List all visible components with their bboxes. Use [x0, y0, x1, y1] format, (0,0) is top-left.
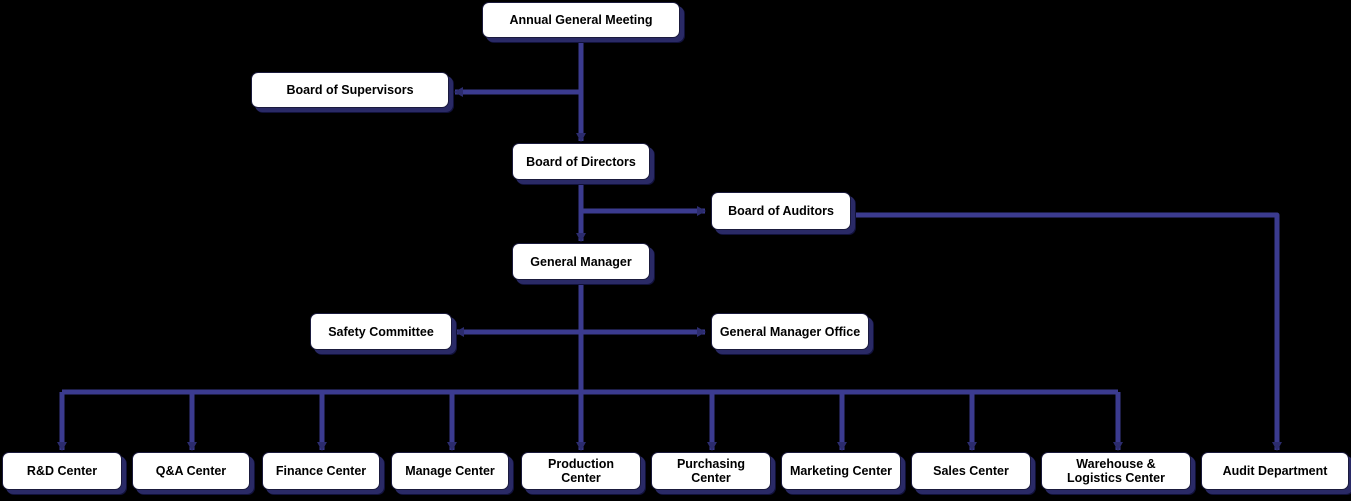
node-marketing-center[interactable]: Marketing Center — [781, 452, 901, 490]
node-label: General Manager Office — [719, 324, 861, 339]
node-label: Warehouse & Logistics Center — [1067, 457, 1165, 485]
node-label: Board of Supervisors — [286, 83, 414, 97]
node-label: Marketing Center — [789, 464, 893, 478]
node-board-of-directors[interactable]: Board of Directors — [512, 143, 650, 180]
node-label: Manage Center — [405, 464, 495, 478]
node-sales-center[interactable]: Sales Center — [911, 452, 1031, 490]
node-label: Q&A Center — [155, 464, 227, 478]
node-label: Production Center — [548, 457, 614, 485]
node-label: Board of Auditors — [728, 204, 834, 218]
node-label: General Manager — [530, 254, 632, 269]
edge-auditors-to-audit — [855, 212, 1282, 451]
node-rd-center[interactable]: R&D Center — [2, 452, 122, 490]
node-label: Audit Department — [1222, 464, 1328, 478]
node-label: Purchasing Center — [676, 457, 746, 485]
node-warehouse-logistics-center[interactable]: Warehouse & Logistics Center — [1041, 452, 1191, 490]
node-annual-general-meeting[interactable]: Annual General Meeting — [482, 2, 680, 38]
node-general-manager[interactable]: General Manager — [512, 243, 650, 280]
node-production-center[interactable]: Production Center — [521, 452, 641, 490]
node-manage-center[interactable]: Manage Center — [391, 452, 509, 490]
node-label: Board of Directors — [526, 154, 636, 169]
node-board-of-supervisors[interactable]: Board of Supervisors — [251, 72, 449, 108]
node-label: Sales Center — [933, 464, 1009, 478]
node-label: Finance Center — [275, 464, 367, 478]
node-qa-center[interactable]: Q&A Center — [132, 452, 250, 490]
node-audit-department[interactable]: Audit Department — [1201, 452, 1349, 490]
node-finance-center[interactable]: Finance Center — [262, 452, 380, 490]
node-board-of-auditors[interactable]: Board of Auditors — [711, 192, 851, 230]
node-general-manager-office[interactable]: General Manager Office — [711, 313, 869, 350]
node-safety-committee[interactable]: Safety Committee — [310, 313, 452, 350]
node-label: Safety Committee — [328, 324, 434, 339]
node-label: R&D Center — [26, 464, 98, 478]
node-label: Annual General Meeting — [509, 13, 653, 27]
node-purchasing-center[interactable]: Purchasing Center — [651, 452, 771, 490]
